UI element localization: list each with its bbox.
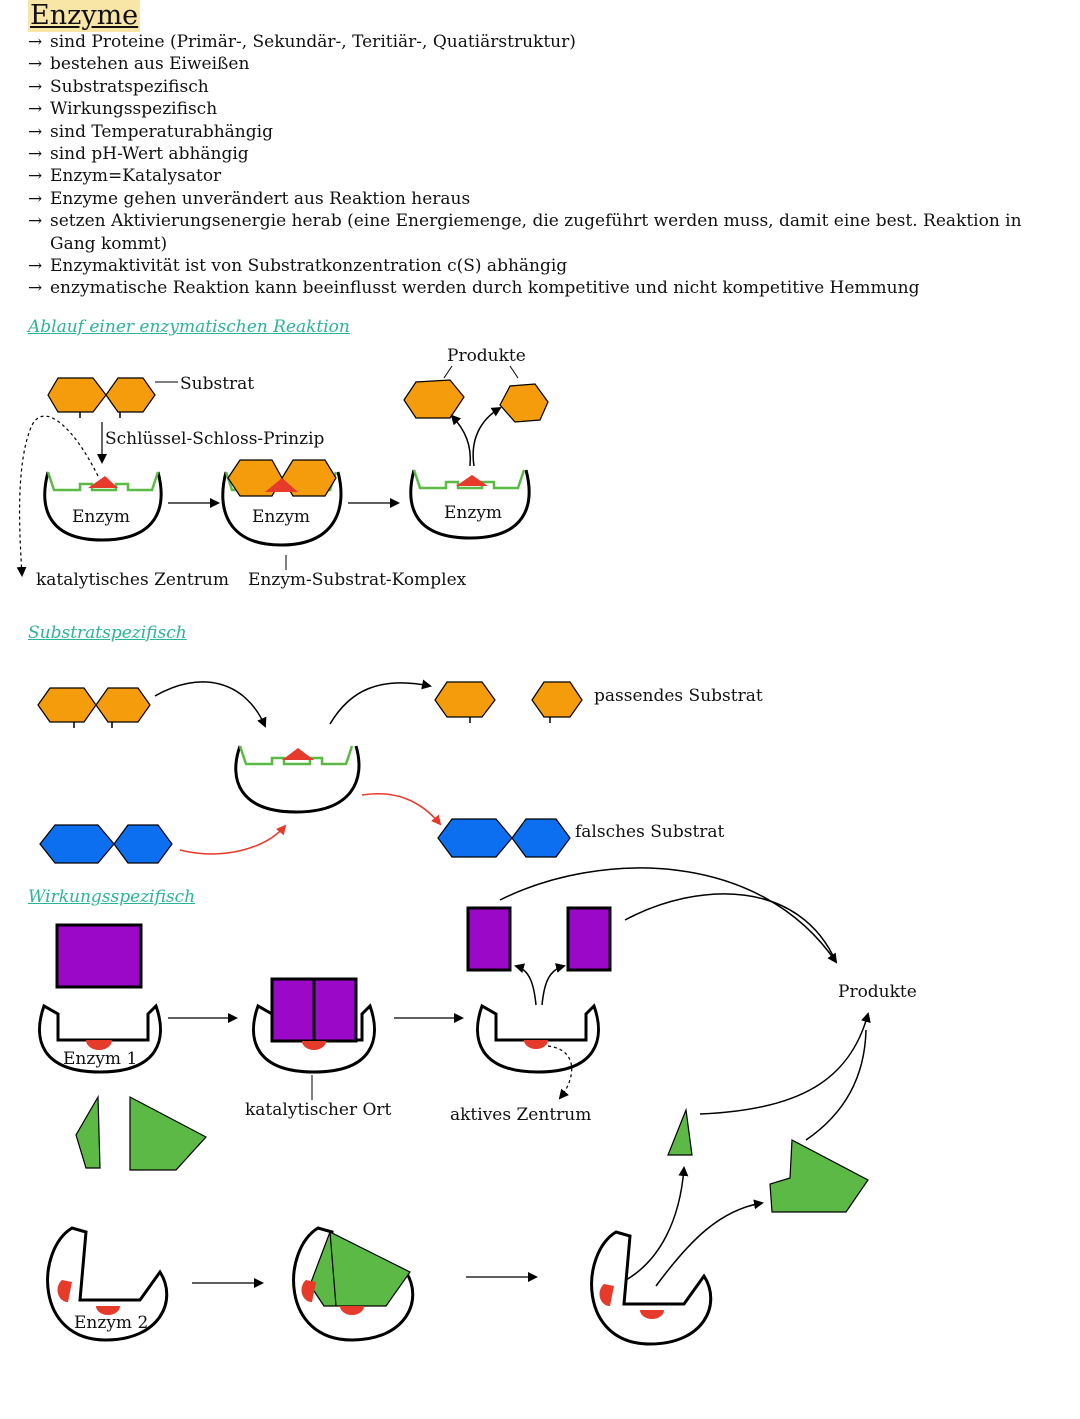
section-title-wirkung: Wirkungsspezifisch <box>28 887 196 907</box>
section-title-substrat: Substratspezifisch <box>28 623 187 643</box>
bullet-item: →Enzymaktivität ist von Substratkonzentr… <box>28 256 568 277</box>
enzyme-1-product-release <box>476 1003 600 1074</box>
label-prinzip: Schlüssel-Schloss-Prinzip <box>105 429 325 449</box>
green-substrate-part <box>75 1094 101 1169</box>
purple-product <box>566 906 612 972</box>
purple-product <box>466 906 512 972</box>
label-produkte-wirkung: Produkte <box>838 982 917 1002</box>
label-enzym1: Enzym 1 <box>63 1049 137 1069</box>
enzyme-2-complex <box>292 1226 415 1342</box>
enzyme-1 <box>43 471 163 542</box>
orange-substrate <box>434 681 496 718</box>
label-ort: katalytischer Ort <box>245 1100 392 1120</box>
orange-substrate-pair <box>37 687 151 728</box>
green-substrate-part <box>129 1096 207 1171</box>
section-title-ablauf: Ablauf einer enzymatischen Reaktion <box>28 317 350 337</box>
label-enzym: Enzym <box>252 507 310 527</box>
orange-substrate <box>531 681 583 718</box>
purple-substrate <box>55 923 143 989</box>
enzyme-3 <box>409 469 531 540</box>
arrow-icon: → <box>28 188 43 209</box>
arrow-icon: → <box>28 166 43 187</box>
product-2 <box>499 383 549 423</box>
arrow-icon: → <box>28 256 43 277</box>
enzyme-substrat <box>234 745 361 814</box>
blue-substrate-pair <box>39 824 173 864</box>
arrow-icon: → <box>28 99 43 120</box>
label-enzym: Enzym <box>72 507 130 527</box>
label-falsch: falsches Substrat <box>575 822 725 842</box>
label-passend: passendes Substrat <box>594 686 763 706</box>
bullet-item: →bestehen aus Eiweißen <box>28 54 250 75</box>
arrow-icon: → <box>28 144 43 165</box>
bullet-item: →setzen Aktivierungsenergie herab (eine … <box>28 211 1022 254</box>
arrow-icon: → <box>28 211 43 232</box>
arrow-icon: → <box>28 278 43 299</box>
enzyme-1-wirkung <box>38 1003 162 1074</box>
arrow-icon: → <box>28 32 43 52</box>
bullet-item: →sind Proteine (Primär-, Sekundär-, Teri… <box>28 32 576 52</box>
enzyme-1-complex <box>252 977 376 1074</box>
product-1 <box>403 379 465 419</box>
label-enzym2: Enzym 2 <box>74 1313 148 1333</box>
label-substrat: Substrat <box>180 374 254 394</box>
substrate-pair <box>47 377 156 418</box>
green-product <box>667 1107 693 1156</box>
arrow-icon: → <box>28 76 43 97</box>
label-enzym: Enzym <box>444 503 502 523</box>
bullet-item: →enzymatische Reaktion kann beeinflusst … <box>28 278 920 299</box>
label-produkte: Produkte <box>447 346 526 366</box>
label-aktiv: aktives Zentrum <box>450 1105 591 1125</box>
enzyme-2-product-release <box>590 1230 713 1346</box>
page-title: Enzyme <box>28 0 141 32</box>
bullet-item: →Enzyme gehen unverändert aus Reaktion h… <box>28 188 471 209</box>
bullet-item: →sind pH-Wert abhängig <box>28 144 249 165</box>
bullet-item: →Wirkungsspezifisch <box>28 99 218 120</box>
bullet-item: →Substratspezifisch <box>28 76 209 97</box>
bullet-list: →sind Proteine (Primär-, Sekundär-, Teri… <box>28 31 1028 300</box>
enzyme-2 <box>46 1226 169 1342</box>
green-product <box>769 1139 869 1213</box>
blue-substrate-pair-rejected <box>437 818 571 858</box>
label-zentrum: katalytisches Zentrum <box>36 570 229 590</box>
arrow-icon: → <box>28 121 43 142</box>
label-komplex: Enzym-Substrat-Komplex <box>248 570 467 590</box>
arrow-icon: → <box>28 54 43 75</box>
bullet-item: →Enzym=Katalysator <box>28 166 222 187</box>
enzyme-substrate-complex <box>221 459 343 547</box>
bullet-item: →sind Temperaturabhängig <box>28 121 273 142</box>
